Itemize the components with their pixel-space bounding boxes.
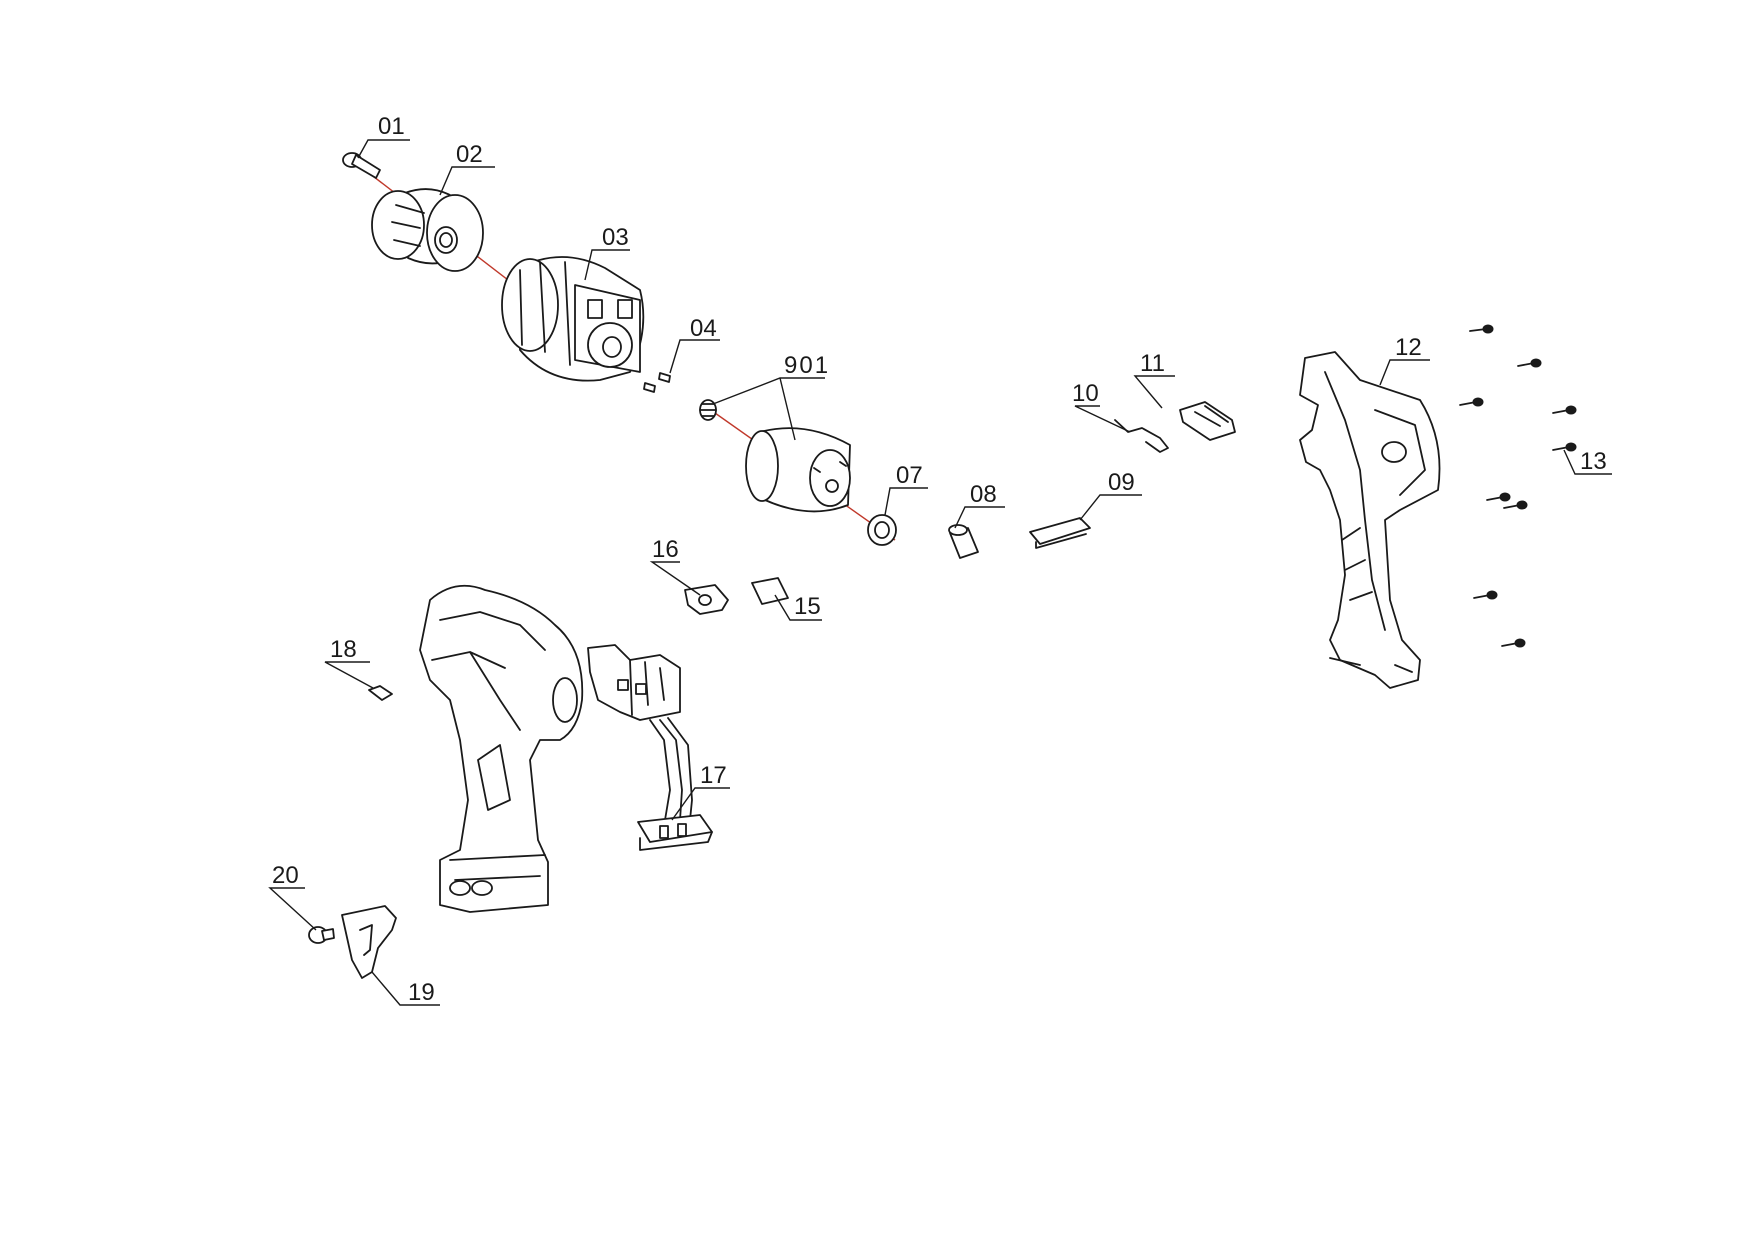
screw — [1503, 500, 1528, 510]
part-13-screws — [1459, 324, 1577, 648]
part-02-chuck — [371, 188, 484, 272]
callout-02: 02 — [456, 141, 483, 168]
screw — [1486, 492, 1511, 502]
screw — [1469, 324, 1494, 334]
part-10-spring — [1114, 419, 1169, 453]
screw — [1501, 638, 1526, 648]
part-20-screw — [308, 926, 335, 944]
leader-lines — [268, 139, 1612, 1006]
callout-19: 19 — [408, 979, 435, 1006]
part-19-belt-clip — [341, 905, 397, 979]
callout-15: 15 — [794, 593, 821, 620]
screw — [1552, 405, 1577, 415]
callout-12: 12 — [1395, 334, 1422, 361]
screw — [1552, 442, 1577, 452]
part-17-switch — [587, 644, 713, 851]
part-04-pins — [643, 372, 671, 393]
part-09-bar — [1029, 517, 1091, 549]
part-18-clip — [368, 685, 393, 701]
part-12-housing-half — [1299, 351, 1441, 689]
callout-03: 03 — [602, 224, 629, 251]
screw — [1459, 397, 1484, 407]
part-01-screw — [342, 152, 381, 179]
callout-901: 901 — [784, 352, 830, 379]
callout-13: 13 — [1580, 448, 1607, 475]
callout-11: 11 — [1140, 350, 1165, 377]
callout-17: 17 — [700, 762, 727, 789]
callout-01: 01 — [378, 113, 405, 140]
screw — [1517, 358, 1542, 368]
callouts: 01 02 03 04 901 07 08 09 10 11 12 13 15 … — [272, 113, 1607, 1006]
part-07-bearing — [867, 514, 897, 546]
part-901-motor — [699, 399, 851, 513]
callout-20: 20 — [272, 862, 299, 889]
callout-07: 07 — [896, 462, 923, 489]
part-11-slider — [1179, 401, 1236, 441]
part-08-sleeve — [948, 524, 979, 559]
callout-10: 10 — [1072, 380, 1099, 407]
callout-04: 04 — [690, 315, 717, 342]
callout-09: 09 — [1108, 469, 1135, 496]
part-03-gearbox — [501, 256, 645, 382]
part-15-plate — [751, 577, 789, 605]
callout-08: 08 — [970, 481, 997, 508]
callout-18: 18 — [330, 636, 357, 663]
callout-16: 16 — [652, 536, 679, 563]
main-housing — [419, 584, 584, 913]
screw — [1473, 590, 1498, 600]
